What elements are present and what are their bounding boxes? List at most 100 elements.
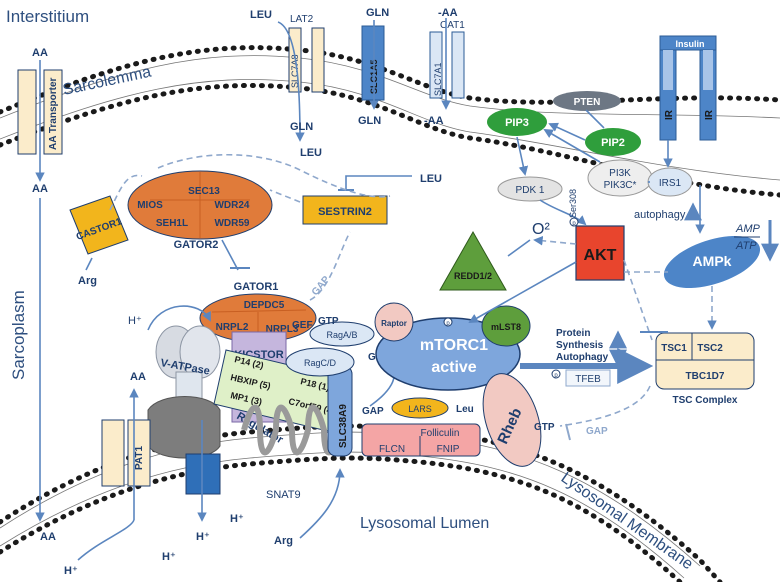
pten-inhibit [585, 109, 605, 129]
gap-rag-label: GAP [362, 406, 384, 417]
vatpase-v0 [147, 396, 221, 459]
synthesis-label: Synthesis [556, 340, 604, 351]
slc1a5-channel [361, 25, 385, 101]
mios-label: MIOS [137, 200, 163, 211]
sarcolemma-tails-a [0, 55, 780, 119]
tfeb-label: TFEB [575, 374, 601, 385]
protein-label: Protein [556, 328, 590, 339]
aa-lumen-label: AA [40, 531, 56, 543]
pik3c-label: PIK3C* [604, 180, 637, 191]
raga-b-label: RagA/B [326, 330, 357, 340]
depdc5-label: DEPDC5 [244, 300, 285, 311]
atp-label: ATP [735, 240, 757, 252]
h-plus-bottom-left-label: H⁺ [64, 565, 78, 577]
ragc-d-label: RagC/D [304, 358, 337, 368]
amp-label: AMP [735, 223, 761, 235]
arg-castor-inhibit [85, 257, 93, 271]
pip2-to-pip3-arrow [548, 122, 586, 141]
slc7a1-right [451, 31, 465, 99]
lysosomal-membrane-label: Lysosomal Membrane [558, 469, 696, 573]
tfeb-phospho-label: p [554, 373, 558, 379]
tsc-gap-link [559, 385, 651, 427]
flcn-label: FLCN [379, 444, 405, 455]
lat2-label: LAT2 [290, 14, 314, 25]
pip3-label: PIP3 [505, 117, 529, 129]
irs1-label: IRS1 [659, 178, 682, 189]
aa-pat1-label: AA [130, 371, 146, 383]
sestrin2-node [302, 195, 388, 225]
seh1l-label: SEH1L [156, 218, 188, 229]
pdk1-node [497, 176, 563, 202]
leu-sestrin-inhibit [345, 175, 412, 190]
akt-label: AKT [584, 247, 617, 264]
leu-top-label: LEU [250, 9, 272, 21]
gator2-top-feedback [157, 153, 391, 198]
arg-snat9-arrow [299, 468, 345, 539]
lysosomal-lumen-label: Lysosomal Lumen [360, 515, 489, 532]
sarcoplasm-label: Sarcoplasm [9, 290, 28, 380]
raga-b-node [309, 321, 375, 347]
akt-inhibit-tsc [623, 259, 653, 341]
sarcolemma-tails-b [0, 79, 780, 181]
ir-left-highlight [663, 50, 673, 90]
autophagy-label: autophagy [634, 209, 686, 221]
pdk1-label: PDK 1 [516, 185, 545, 196]
rheb-node [482, 373, 542, 467]
pip2-node [585, 128, 641, 156]
snat9-label: SNAT9 [266, 489, 301, 501]
leu-sestrin-label: LEU [420, 173, 442, 185]
pat1-left [101, 419, 125, 487]
folliculin-node [361, 423, 481, 457]
redd-node [439, 230, 507, 291]
pip2-label: PIP2 [601, 137, 625, 149]
tfeb-phospho-marker [551, 369, 561, 379]
sestrin-gator2-inhibit [269, 189, 301, 203]
tsc-complex-label: TSC Complex [672, 395, 737, 406]
gtp-rheb-label: GTP [534, 422, 555, 433]
ragc-d-node [285, 347, 355, 377]
leu-inside-label: LEU [300, 147, 322, 159]
cat1-label: CAT1 [440, 20, 465, 31]
h-plus-lumen-label: H⁺ [196, 531, 210, 543]
pi3k-to-pip3-arrow [543, 129, 601, 163]
tsc-rheb-bar [565, 423, 571, 441]
h-plus-cotransport [77, 519, 135, 561]
akt-to-mtorc1-arrow [468, 261, 577, 323]
ir-right-highlight [703, 50, 713, 90]
sarcolemma-membrane [0, 45, 780, 115]
akt-redd-link [533, 235, 577, 246]
gator1-div-h [211, 309, 307, 313]
o2-redd-inhibit [507, 239, 531, 257]
ir-left-label: IR [664, 109, 675, 120]
fnip-label: FNIP [437, 444, 460, 455]
slc7a1-label: SLC7A1 [433, 62, 443, 96]
gator1-label: GATOR1 [234, 281, 279, 293]
ser308-label: Ser308 [568, 189, 578, 218]
pten-label: PTEN [574, 97, 601, 108]
pdk1-to-akt-arrow [539, 199, 587, 226]
h-plus-bottom-label: H⁺ [162, 551, 176, 563]
aa-mid-label: AA [32, 183, 48, 195]
aa-transporter-label: AA Transporter [48, 77, 59, 150]
raptor-label: Raptor [381, 319, 407, 328]
mtorc1-line2: active [431, 359, 476, 376]
ampk-label: AMPk [693, 253, 732, 269]
mtorc1-phospho-marker [443, 317, 453, 327]
slc7a1-left [429, 31, 443, 99]
minus-aa-inside-label: -AA [424, 115, 444, 127]
autophagy-mtor-label: Autophagy [556, 352, 609, 363]
ampk-node [663, 235, 761, 289]
akt-node [575, 225, 625, 281]
aa-top-label: AA [32, 47, 48, 59]
folliculin-label: Folliculin [421, 428, 460, 439]
lars-node [391, 397, 449, 419]
nprl3-label: NRPL3 [266, 324, 299, 335]
mlst8-node [481, 305, 531, 347]
ir-right-label: IR [704, 109, 715, 120]
o2-label: O² [532, 221, 550, 238]
arg-castor-label: Arg [78, 275, 97, 287]
gln-top-label: GLN [366, 7, 389, 19]
gln-inside-lat2-label: GLN [290, 121, 313, 133]
